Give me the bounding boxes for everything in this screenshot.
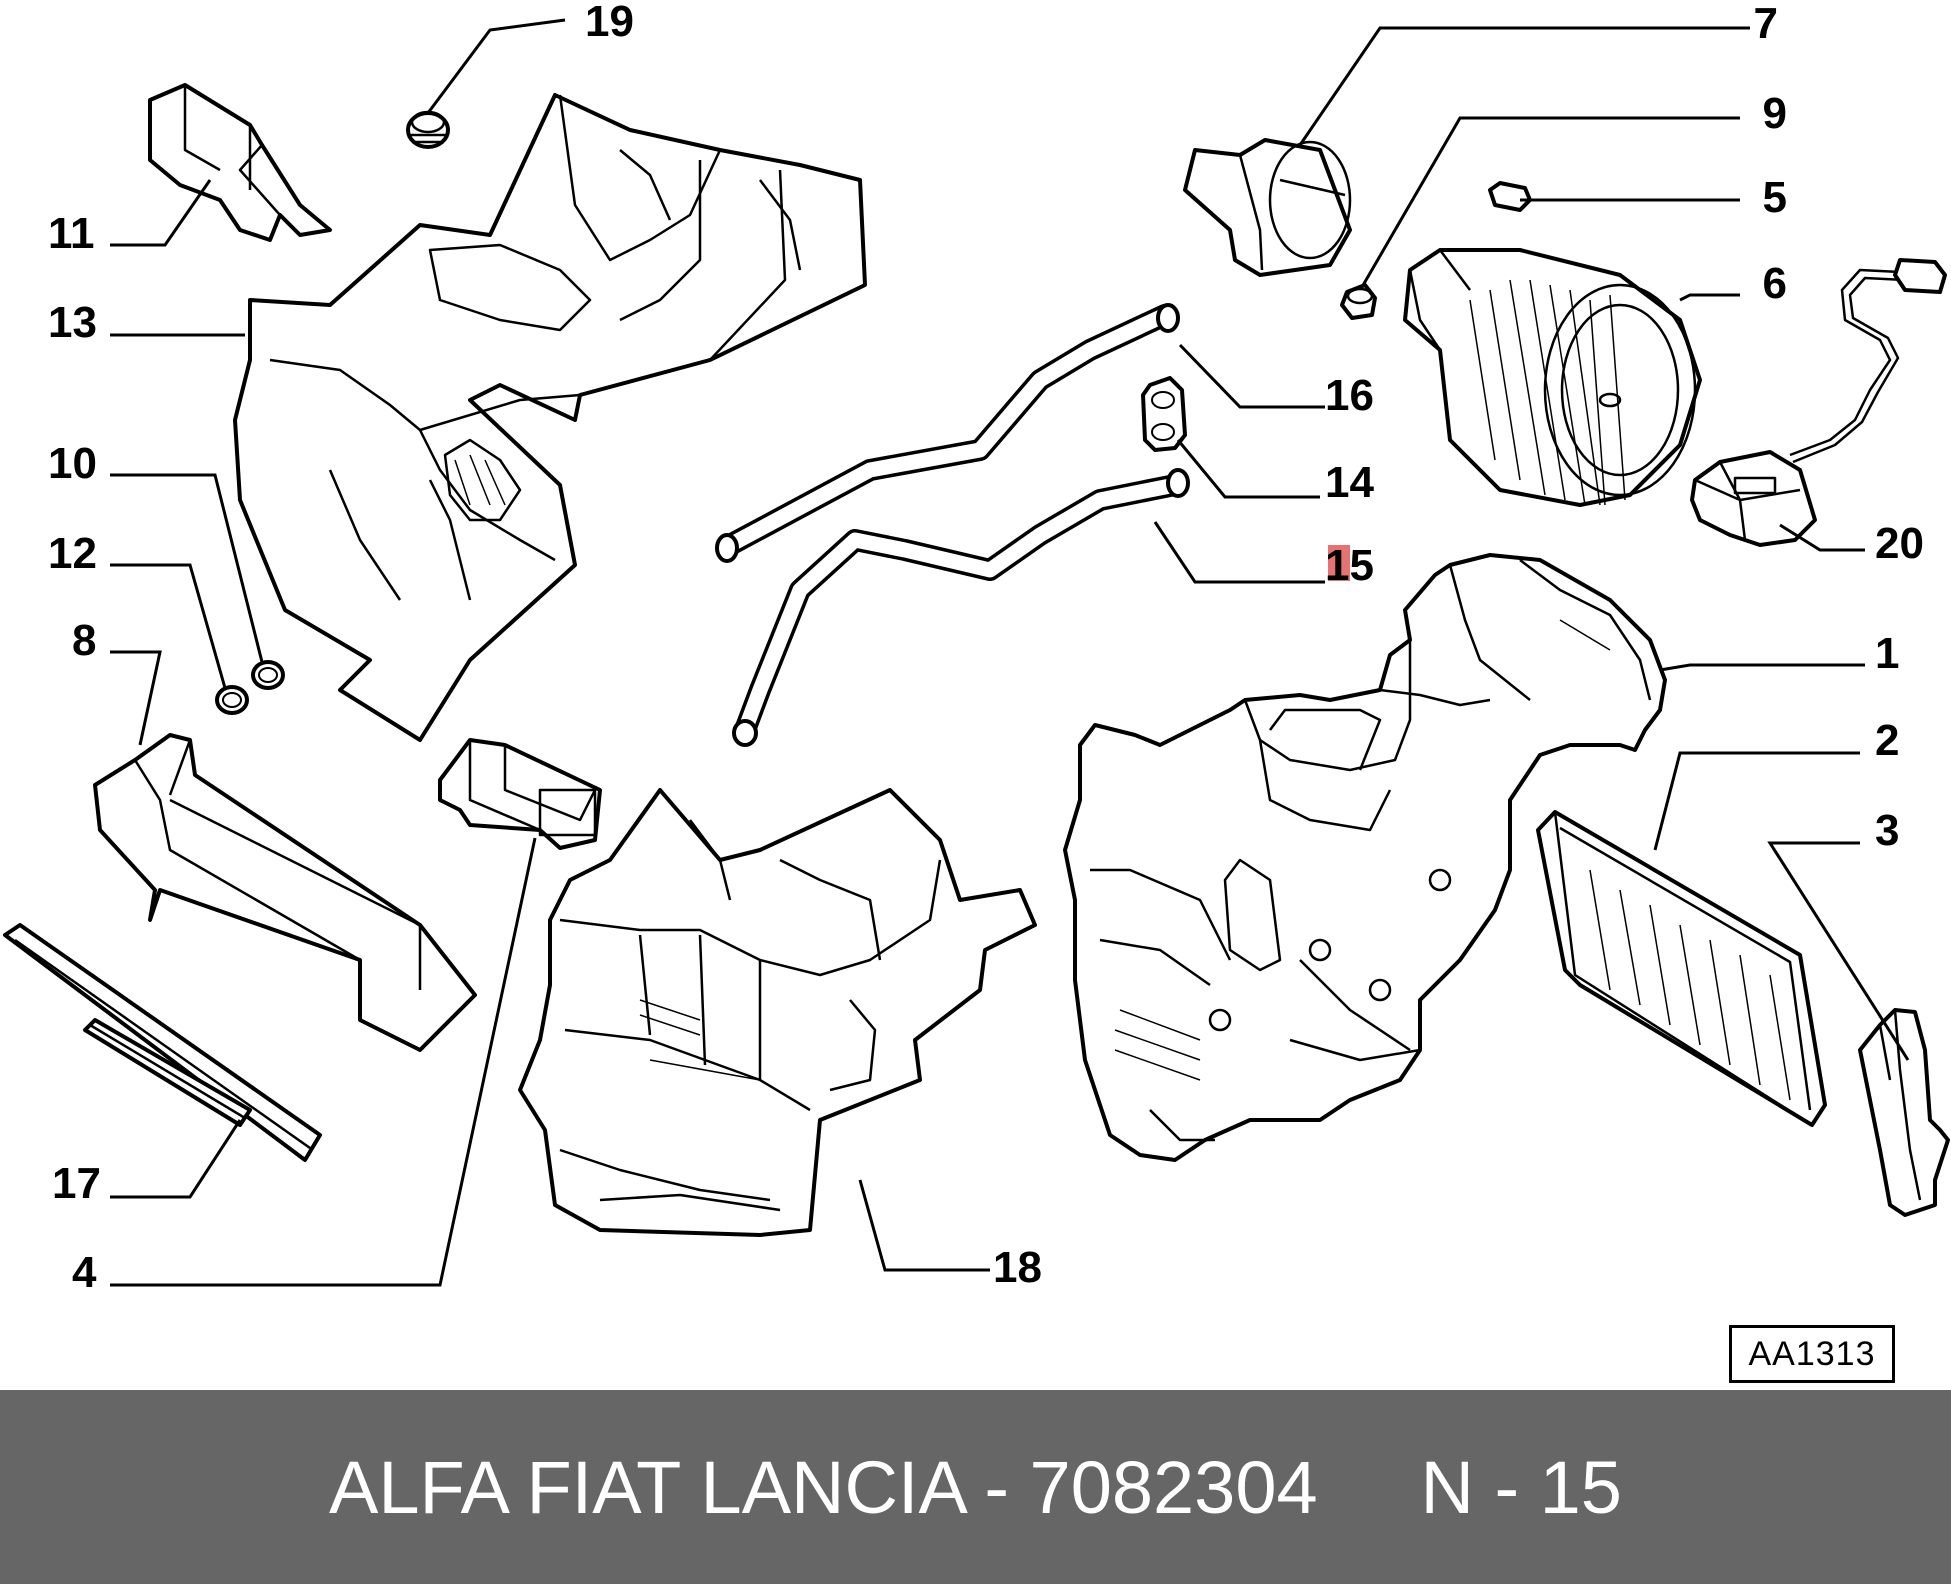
callout-10: 10 (48, 439, 97, 488)
part-8-duct (93, 733, 477, 1052)
callout-2: 2 (1875, 716, 1899, 765)
footer-part-number: 7082304 (1029, 1445, 1318, 1529)
callout-15: 15 (1325, 541, 1374, 590)
exploded-parts-diagram: 19 7 9 5 6 11 13 16 14 15 20 10 12 8 1 2… (3, 0, 1950, 1297)
part-17-gaskets (3, 923, 322, 1162)
callout-13: 13 (48, 298, 97, 347)
callout-numbers: 19 7 9 5 6 11 13 16 14 15 20 10 12 8 1 2… (48, 0, 1924, 1297)
callout-20: 20 (1875, 519, 1924, 568)
footer-separator: - (984, 1445, 1009, 1529)
part-19-grommet (406, 110, 450, 149)
diagram-reference-code: AA1313 (1729, 1325, 1895, 1383)
callout-18: 18 (993, 1243, 1042, 1292)
part-18-lower-housing (518, 788, 1037, 1237)
part-16-pipe (715, 303, 1180, 563)
part-2-filter (1536, 810, 1827, 1127)
callout-3: 3 (1875, 806, 1899, 855)
callout-12: 12 (48, 529, 97, 578)
callout-8: 8 (72, 616, 96, 665)
part-4-resistor (438, 738, 602, 850)
part-7-shroud (1183, 138, 1352, 277)
part-13-left-housing (233, 93, 867, 742)
callout-11: 11 (48, 209, 95, 258)
leader-lines (110, 18, 1910, 1287)
callout-6: 6 (1763, 259, 1787, 308)
callout-9: 9 (1763, 89, 1787, 138)
part-6-blower-fan (1403, 248, 1702, 507)
callout-15-highlight (1328, 545, 1350, 581)
callout-14: 14 (1325, 458, 1374, 507)
part-11-connector (148, 83, 332, 242)
footer-caption: ALFA FIAT LANCIA - 7082304 N - 15 (329, 1445, 1622, 1530)
part-20-module-harness (1690, 258, 1947, 547)
part-12-o-ring (215, 685, 249, 715)
part-15-pipe (732, 468, 1190, 747)
callout-19: 19 (585, 0, 634, 46)
callout-17: 17 (52, 1159, 101, 1208)
part-3-bracket (1858, 1008, 1950, 1217)
callout-5: 5 (1763, 173, 1787, 222)
part-9-bushing (1340, 283, 1377, 320)
footer-position-label: N - 15 (1420, 1445, 1622, 1529)
part-10-o-ring (251, 660, 285, 690)
part-14-seal (1141, 376, 1187, 452)
callout-4: 4 (72, 1248, 97, 1297)
callout-16: 16 (1325, 371, 1374, 420)
footer-bar: ALFA FIAT LANCIA - 7082304 N - 15 (0, 1390, 1951, 1584)
part-1-main-housing (1063, 553, 1667, 1162)
callout-7: 7 (1754, 0, 1778, 48)
callout-1: 1 (1875, 629, 1899, 678)
footer-brand: ALFA FIAT LANCIA (329, 1445, 964, 1529)
part-5-clip (1488, 181, 1532, 212)
